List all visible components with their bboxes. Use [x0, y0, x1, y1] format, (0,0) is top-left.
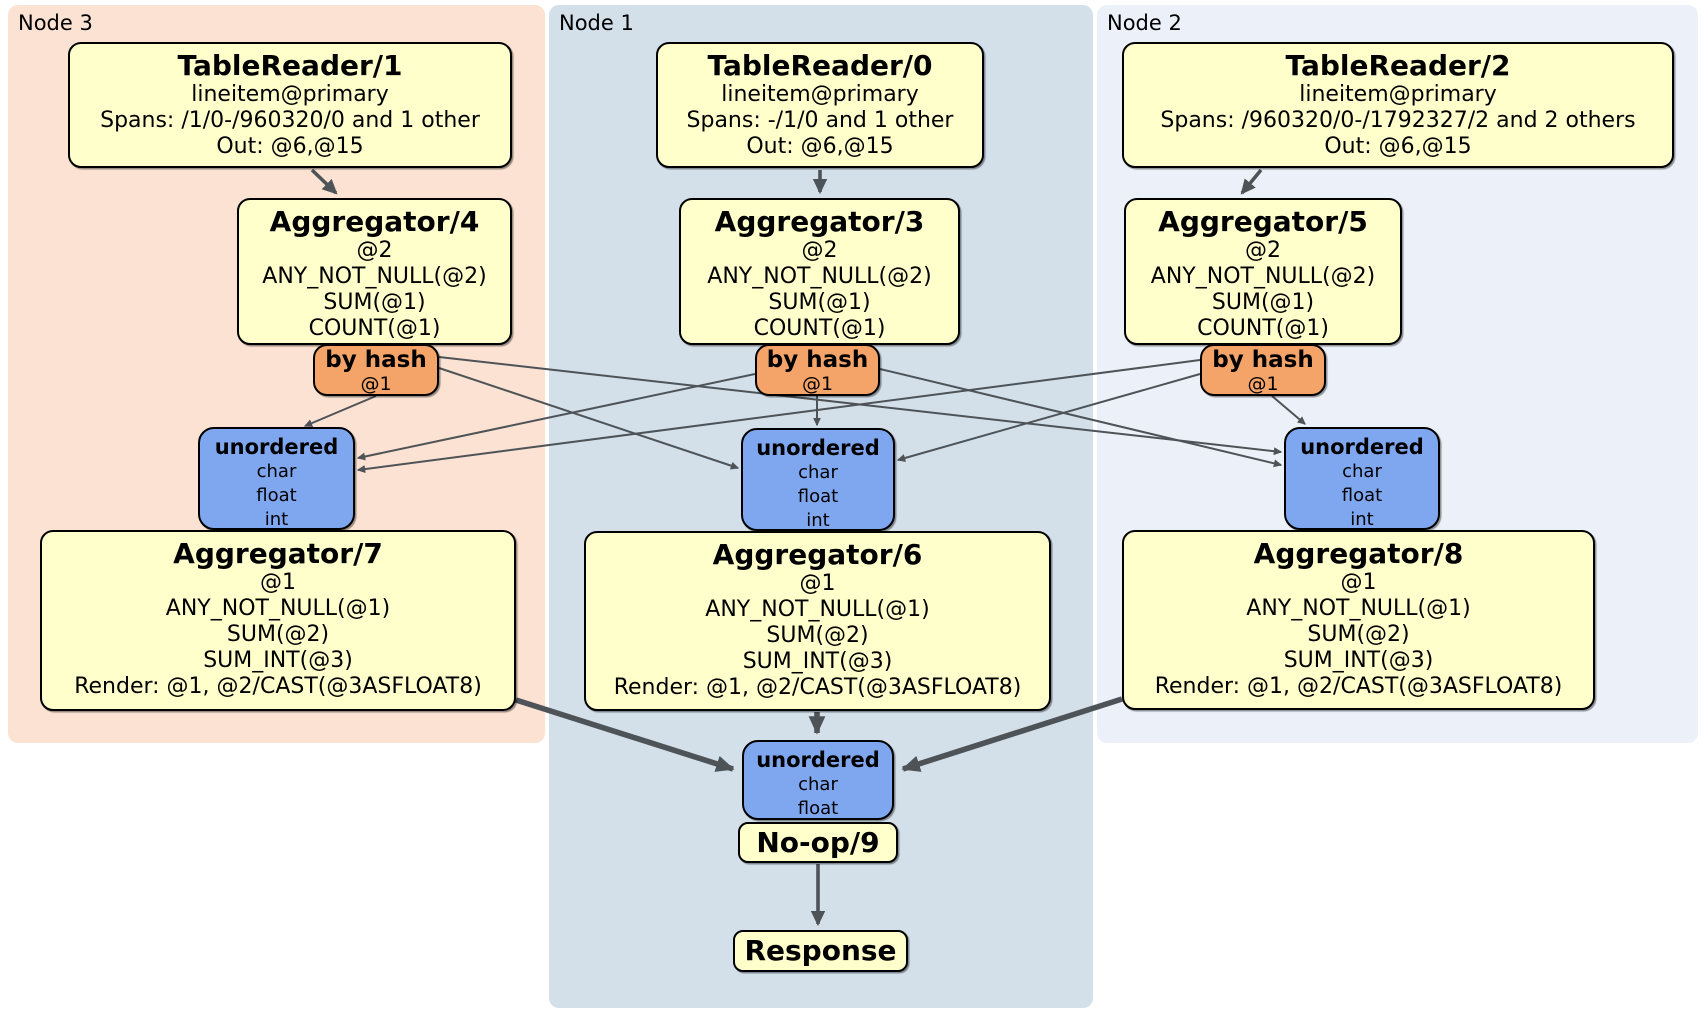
unordered-sync-right-box: unordered char float int [1284, 427, 1440, 530]
box-line: int [806, 510, 830, 531]
box-line: SUM(@1) [323, 290, 426, 315]
box-line: ANY_NOT_NULL(@1) [1246, 596, 1471, 621]
box-title: Response [744, 934, 897, 967]
box-line: COUNT(@1) [308, 316, 441, 341]
box-title: unordered [756, 748, 880, 772]
box-title: Aggregator/4 [269, 205, 480, 238]
box-line: COUNT(@1) [1197, 316, 1329, 341]
box-line: Out: @6,@15 [1324, 134, 1472, 159]
box-title: TableReader/0 [707, 49, 933, 82]
box-line: ANY_NOT_NULL(@2) [262, 264, 487, 289]
unordered-sync-left-box: unordered char float int [198, 427, 355, 530]
box-line: SUM_INT(@3) [203, 648, 353, 673]
box-line: SUM(@2) [766, 623, 869, 648]
box-title: Aggregator/3 [714, 205, 925, 238]
box-line: @1 [1247, 373, 1279, 395]
unordered-sync-final-box: unordered char float [742, 740, 894, 820]
box-line: ANY_NOT_NULL(@1) [705, 597, 930, 622]
box-line: SUM_INT(@3) [742, 649, 893, 674]
box-title: unordered [756, 436, 880, 460]
box-line: SUM(@1) [1211, 290, 1315, 315]
box-line: Out: @6,@15 [216, 134, 364, 159]
tablereader-2-box: TableReader/2 lineitem@primary Spans: /9… [1122, 42, 1674, 168]
box-line: char [256, 461, 297, 482]
box-line: Render: @1, @2/CAST(@3ASFLOAT8) [1154, 674, 1563, 699]
box-title: TableReader/2 [1285, 49, 1511, 82]
box-line: float [797, 798, 839, 819]
box-title: Aggregator/7 [173, 537, 383, 570]
box-line: Spans: -/1/0 and 1 other [686, 108, 954, 133]
box-title: by hash [325, 347, 427, 373]
box-line: char [798, 462, 838, 483]
box-line: lineitem@primary [721, 82, 919, 107]
box-line: float [1341, 485, 1383, 506]
box-line: float [797, 486, 839, 507]
hash-router-left-box: by hash @1 [313, 344, 439, 396]
aggregator-4-box: Aggregator/4 @2 ANY_NOT_NULL(@2) SUM(@1)… [237, 198, 512, 345]
box-line: float [256, 485, 297, 506]
box-line: int [1350, 509, 1374, 530]
box-line: @1 [260, 570, 296, 595]
box-line: @2 [356, 238, 393, 263]
box-line: SUM_INT(@3) [1283, 648, 1434, 673]
hash-router-mid-box: by hash @1 [755, 344, 880, 396]
noop-9-box: No-op/9 [738, 822, 898, 863]
box-title: TableReader/1 [177, 49, 403, 82]
box-line: Out: @6,@15 [746, 134, 894, 159]
box-line: @1 [1340, 570, 1377, 595]
aggregator-3-box: Aggregator/3 @2 ANY_NOT_NULL(@2) SUM(@1)… [679, 198, 960, 345]
tablereader-0-box: TableReader/0 lineitem@primary Spans: -/… [656, 42, 984, 168]
node1-label: Node 1 [559, 11, 634, 35]
box-title: by hash [766, 347, 869, 373]
aggregator-5-box: Aggregator/5 @2 ANY_NOT_NULL(@2) SUM(@1)… [1124, 198, 1402, 345]
box-line: @1 [801, 373, 834, 395]
box-line: SUM(@1) [768, 290, 871, 315]
box-line: @2 [801, 238, 838, 263]
aggregator-7-box: Aggregator/7 @1 ANY_NOT_NULL(@1) SUM(@2)… [40, 530, 516, 711]
box-line: SUM(@2) [1307, 622, 1410, 647]
node3-label: Node 3 [18, 11, 93, 35]
response-box: Response [733, 930, 908, 972]
box-line: Render: @1, @2/CAST(@3ASFLOAT8) [74, 674, 482, 699]
box-title: No-op/9 [756, 825, 880, 859]
box-line: @2 [1245, 238, 1281, 263]
tablereader-1-box: TableReader/1 lineitem@primary Spans: /1… [68, 42, 512, 168]
box-line: int [264, 509, 289, 530]
box-title: Aggregator/8 [1253, 537, 1464, 570]
box-line: ANY_NOT_NULL(@2) [707, 264, 932, 289]
box-line: @1 [799, 571, 836, 596]
box-line: ANY_NOT_NULL(@2) [1150, 264, 1376, 289]
box-title: Aggregator/6 [712, 538, 923, 571]
hash-router-right-box: by hash @1 [1200, 344, 1326, 396]
box-line: char [798, 774, 838, 795]
box-line: lineitem@primary [1299, 82, 1497, 107]
box-title: unordered [214, 435, 339, 459]
box-title: Aggregator/5 [1158, 205, 1368, 238]
box-line: @1 [360, 373, 392, 395]
box-line: Render: @1, @2/CAST(@3ASFLOAT8) [613, 675, 1022, 700]
aggregator-6-box: Aggregator/6 @1 ANY_NOT_NULL(@1) SUM(@2)… [584, 531, 1051, 711]
box-title: by hash [1212, 347, 1314, 373]
box-line: SUM(@2) [226, 622, 330, 647]
box-line: lineitem@primary [191, 82, 389, 107]
box-title: unordered [1300, 435, 1424, 459]
box-line: Spans: /1/0-/960320/0 and 1 other [100, 108, 480, 133]
box-line: ANY_NOT_NULL(@1) [165, 596, 391, 621]
box-line: char [1342, 461, 1382, 482]
node2-label: Node 2 [1107, 11, 1182, 35]
box-line: Spans: /960320/0-/1792327/2 and 2 others [1160, 108, 1636, 133]
unordered-sync-mid-box: unordered char float int [741, 428, 895, 531]
aggregator-8-box: Aggregator/8 @1 ANY_NOT_NULL(@1) SUM(@2)… [1122, 530, 1595, 710]
box-line: COUNT(@1) [753, 316, 886, 341]
